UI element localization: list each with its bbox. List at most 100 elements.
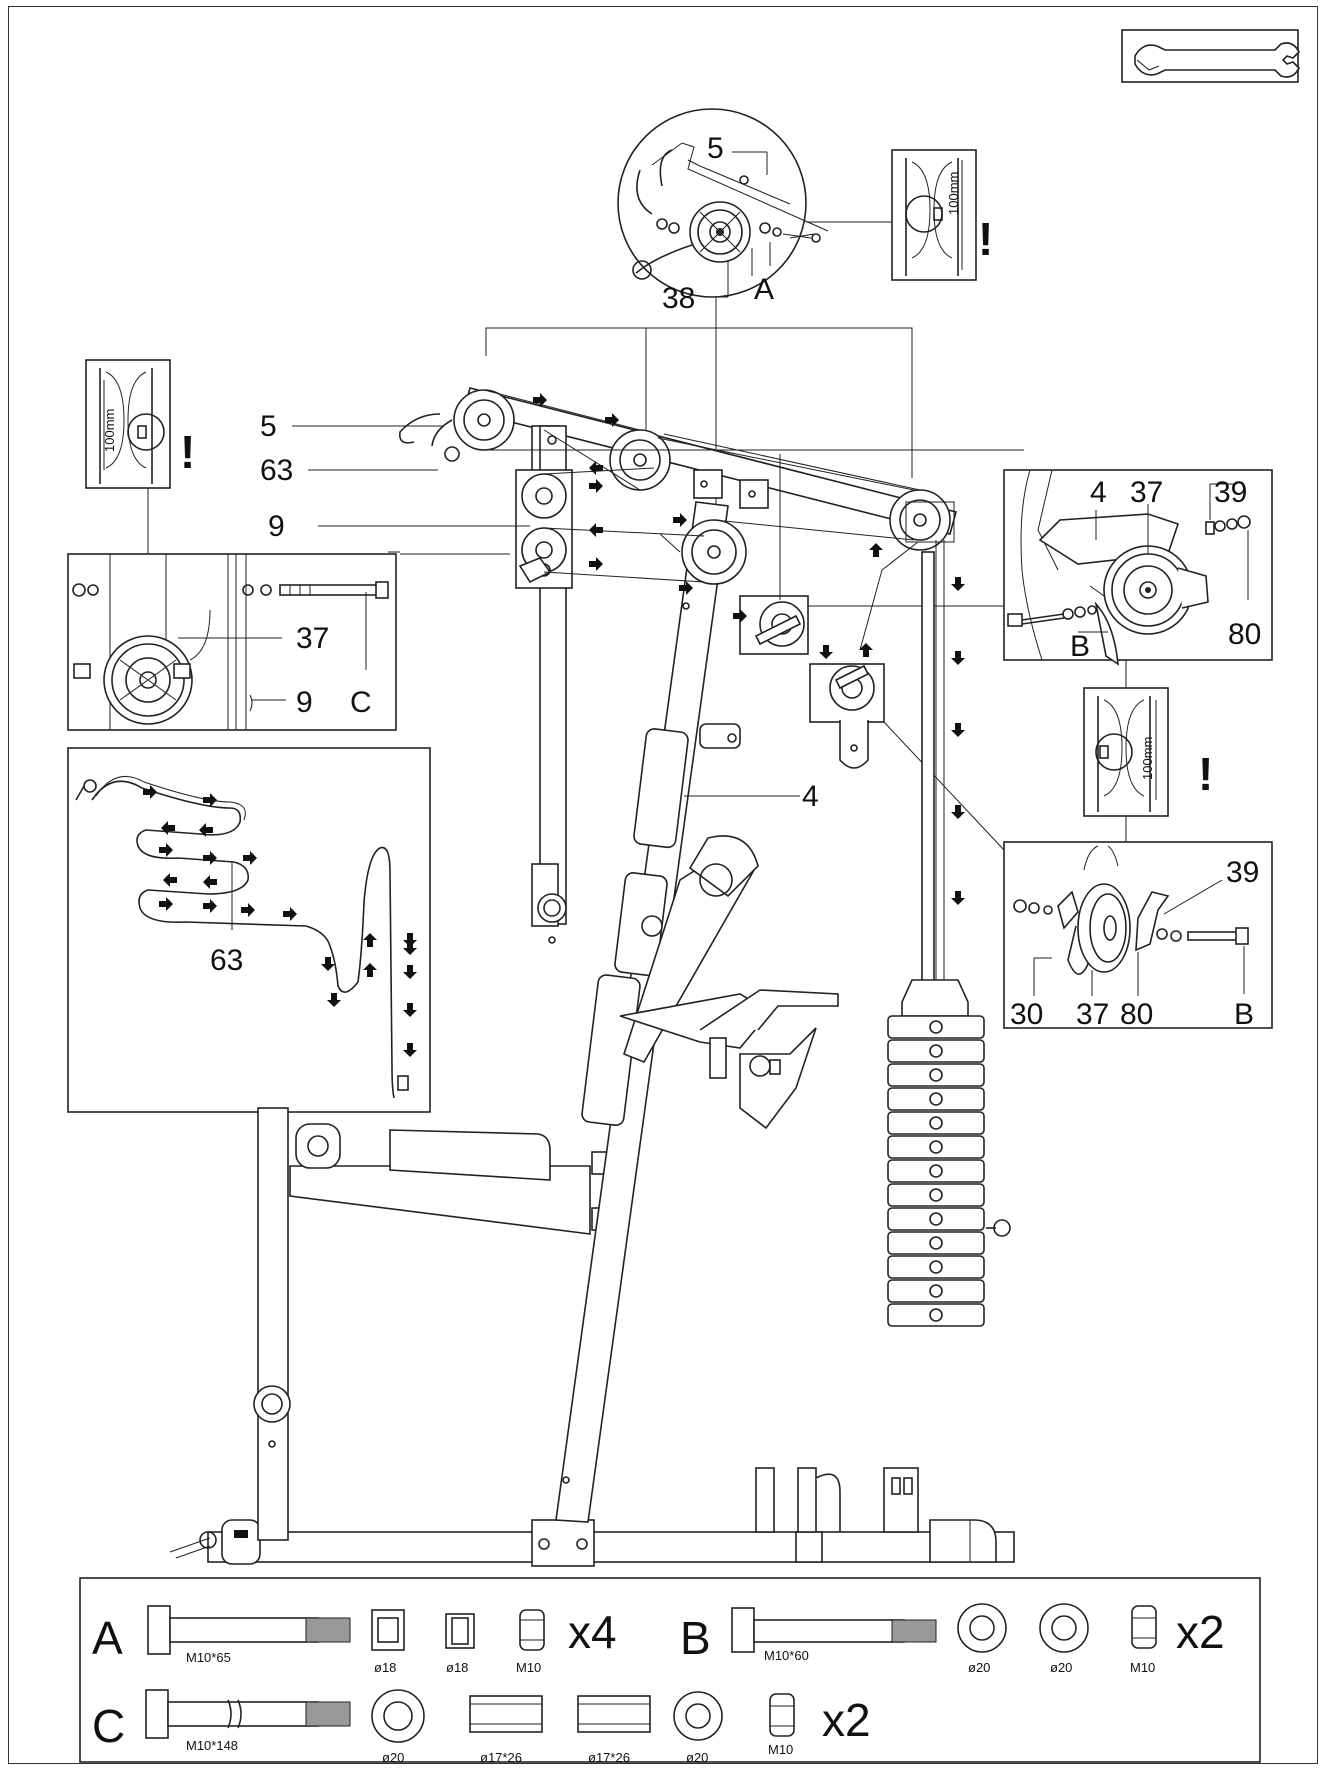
callout-low-80: 80 — [1120, 998, 1153, 1031]
callout-zoom-9: 9 — [296, 686, 313, 719]
callout-right-4: 4 — [1090, 476, 1107, 509]
arrow-icon — [283, 907, 297, 921]
right-pulley-zoom: 4 37 39 80 B — [1003, 469, 1273, 666]
weight-plate — [887, 1159, 985, 1183]
arrow-icon — [159, 897, 173, 911]
weight-plate-hole — [929, 1212, 943, 1226]
weight-plate — [887, 1255, 985, 1279]
weight-plate-hole — [929, 1284, 943, 1298]
weight-stack — [887, 1015, 985, 1327]
arrow-icon — [203, 851, 217, 865]
hardware-C-part-2: ø17*26 — [480, 1750, 522, 1765]
arrow-icon — [951, 577, 965, 591]
weight-plate — [887, 1207, 985, 1231]
cable-arrows — [143, 785, 417, 1057]
left-pulley-zoom: 37 9 C — [67, 553, 397, 731]
weight-plate — [887, 1063, 985, 1087]
weight-plate-hole — [929, 1116, 943, 1130]
hardware-B-letter: B — [680, 1612, 711, 1664]
arrow-icon — [327, 993, 341, 1007]
page-frame — [8, 6, 1318, 1764]
weight-plate-hole — [929, 1092, 943, 1106]
callout-right-80: 80 — [1228, 618, 1261, 651]
hardware-A-part-3: M10 — [516, 1660, 541, 1675]
callout-left-63: 63 — [260, 454, 293, 487]
warning-dimension-right: 100mm — [1140, 737, 1155, 780]
arrow-icon — [403, 1003, 417, 1017]
arrow-icon — [533, 393, 547, 407]
arrow-icon — [163, 873, 177, 887]
warning-dimension-left: 100mm — [102, 409, 117, 452]
arrow-icon — [159, 843, 173, 857]
right-lower-pulley-zoom: 39 30 37 80 B — [1003, 841, 1273, 1031]
arrow-icon — [403, 1043, 417, 1057]
hardware-A-part-1: ø18 — [374, 1660, 396, 1675]
callout-right-39: 39 — [1214, 476, 1247, 509]
hardware-C-part-4: ø20 — [686, 1750, 708, 1765]
warning-mark-right: ! — [1198, 748, 1213, 800]
weight-plate-hole — [929, 1236, 943, 1250]
warning-box-left: 100mm ! — [85, 359, 195, 554]
weight-plate-hole — [929, 1308, 943, 1322]
callout-low-37: 37 — [1076, 998, 1109, 1031]
hardware-B-part-1: ø20 — [968, 1660, 990, 1675]
hardware-C-part-5: M10 — [768, 1742, 793, 1757]
arrow-icon — [589, 557, 603, 571]
arrow-icon — [363, 963, 377, 977]
callout-zoom-C: C — [350, 686, 372, 719]
weight-plate-hole — [929, 1164, 943, 1178]
hardware-box: A M10*65 ø18 ø18 M10 x4 B M10*60 ø20 ø20… — [79, 1577, 1261, 1765]
warning-box-right: 100mm ! — [1083, 660, 1213, 842]
weight-plate — [887, 1111, 985, 1135]
weight-plate — [887, 1231, 985, 1255]
callout-low-B: B — [1234, 998, 1254, 1031]
weight-plate-hole — [929, 1068, 943, 1082]
arrow-icon — [243, 851, 257, 865]
cable-direction-arrows — [533, 393, 965, 905]
warning-mark-left: ! — [180, 426, 195, 478]
arrow-icon — [403, 941, 417, 955]
arrow-icon — [589, 479, 603, 493]
arrow-icon — [859, 643, 873, 657]
hardware-A-letter: A — [92, 1612, 123, 1664]
hardware-A-part-2: ø18 — [446, 1660, 468, 1675]
hardware-C-part-1: ø20 — [382, 1750, 404, 1765]
arrow-icon — [589, 523, 603, 537]
arrow-icon — [143, 785, 157, 799]
arrow-icon — [869, 543, 883, 557]
callout-low-30: 30 — [1010, 998, 1043, 1031]
arrow-icon — [951, 651, 965, 665]
weight-plate — [887, 1015, 985, 1039]
arrow-icon — [673, 513, 687, 527]
callout-left-9: 9 — [268, 510, 285, 543]
hardware-C-bolt: M10*148 — [186, 1738, 238, 1753]
arrow-icon — [203, 875, 217, 889]
arrow-icon — [203, 793, 217, 807]
callout-low-39: 39 — [1226, 856, 1259, 889]
hardware-A-qty: x4 — [568, 1606, 617, 1658]
weight-plate — [887, 1087, 985, 1111]
arrow-icon — [241, 903, 255, 917]
weight-plate — [887, 1183, 985, 1207]
arrow-icon — [951, 891, 965, 905]
arrow-icon — [679, 581, 693, 595]
callout-right-37: 37 — [1130, 476, 1163, 509]
callout-left-5: 5 — [260, 410, 277, 443]
weight-plate — [887, 1039, 985, 1063]
arrow-icon — [819, 645, 833, 659]
weight-plate-hole — [929, 1044, 943, 1058]
top-pulley-detail: 5 38 A — [617, 108, 892, 315]
hardware-C-letter: C — [92, 1700, 125, 1752]
arrow-icon — [363, 933, 377, 947]
cable-routing-detail: 63 — [67, 747, 431, 1113]
weight-plate — [887, 1303, 985, 1327]
callout-top-A: A — [754, 273, 774, 306]
arrow-icon — [403, 933, 417, 947]
hardware-B-bolt: M10*60 — [764, 1648, 809, 1663]
hardware-C-qty: x2 — [822, 1694, 871, 1746]
arrow-icon — [199, 823, 213, 837]
wrench-icon — [1121, 29, 1300, 83]
arrow-icon — [951, 723, 965, 737]
warning-box-top: 100mm ! — [891, 149, 993, 281]
